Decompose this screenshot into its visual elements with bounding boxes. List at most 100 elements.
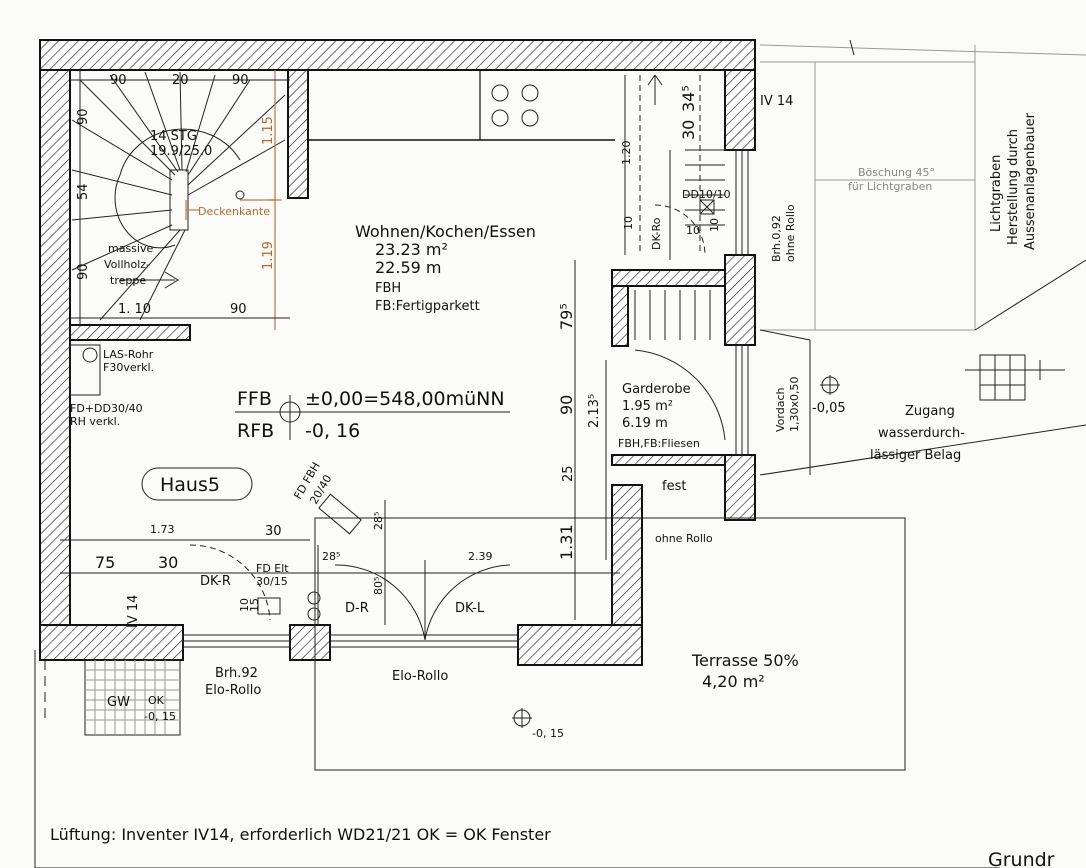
- dim-stair-left-3: 90: [76, 263, 91, 280]
- dk-r-label: DK-R: [200, 574, 231, 589]
- dim-stair-left-2: 54: [76, 183, 91, 200]
- zugang-label-1: Zugang: [905, 404, 955, 419]
- dim-vert-131: 1.31: [557, 524, 576, 560]
- terrace-name: Terrasse 50%: [691, 651, 799, 670]
- fd-fbh-icon: [318, 493, 362, 535]
- d-r-label: D-R: [345, 601, 369, 616]
- gw-label: GW: [107, 695, 130, 710]
- iv14-top-label: IV 14: [760, 94, 793, 109]
- house-label-frame: [141, 467, 253, 501]
- fd-dd-label-1: FD+DD30/40: [70, 402, 143, 415]
- ceiling-edge-label: Deckenkante: [198, 205, 270, 218]
- dim-bottom-10: 10: [238, 598, 251, 612]
- brh-right-label-1: Brh.0,92: [770, 215, 783, 262]
- dim-vert-90: 90: [557, 395, 576, 415]
- terrace-area: [314, 517, 906, 771]
- fd-elt-label-1: FD Elt: [256, 562, 289, 575]
- stair-drawing: [71, 71, 286, 321]
- stair-steps: 14 STG: [150, 129, 197, 144]
- wardrobe-floor: FBH,FB:Fliesen: [618, 437, 700, 450]
- dim-bottom-75: 75: [95, 553, 115, 572]
- ceiling-edge-dims: [185, 70, 282, 330]
- ventilation-note: Lüftung: Inventer IV14, erforderlich WD2…: [50, 825, 551, 844]
- wardrobe-area: 1.95 m²: [622, 399, 673, 414]
- zugang-label-3: lässiger Belag: [870, 448, 961, 463]
- dd-1010-label: DD10/10: [682, 188, 731, 201]
- lichtgraben-label-2: Herstellung durch: [1006, 129, 1021, 245]
- lichtgraben-label-3: Aussenanlagenbauer: [1023, 112, 1038, 250]
- boeschung-label-2: für Lichtgraben: [848, 180, 932, 193]
- stair-desc-2: Vollholz-: [104, 258, 150, 271]
- dim-bottom-805: 80⁵: [372, 577, 385, 595]
- dim-stair-bottom-2: 90: [230, 302, 247, 317]
- fest-label: fest: [662, 479, 686, 494]
- dim-bottom-285a: 28⁵: [322, 550, 340, 563]
- door-swings: [189, 74, 726, 641]
- level-markers: [512, 375, 840, 728]
- dim-bottom-15: 15: [248, 598, 261, 612]
- dim-wardrobe-10a: 10: [622, 216, 635, 230]
- lightwell-level: -0, 15: [144, 710, 176, 723]
- lightwell-grid: [84, 659, 181, 736]
- dim-wardrobe-30: 30: [679, 120, 698, 140]
- hob-icon: [491, 84, 539, 127]
- dim-vert-795: 79⁵: [557, 303, 576, 330]
- rfb-label: RFB: [237, 420, 274, 442]
- dim-wardrobe-10c: 10: [708, 218, 721, 232]
- rfb-value: -0, 16: [305, 420, 360, 442]
- brh-right-label-2: ohne Rollo: [784, 204, 797, 262]
- dk-ro-label: DK-Ro: [650, 217, 663, 250]
- living-room-perimeter: 22.59 m: [375, 258, 441, 277]
- dim-wardrobe-10b: 10: [686, 224, 700, 237]
- dim-stair-right-1: 1.15: [261, 116, 276, 145]
- iv14-left-label: IV 14: [126, 595, 141, 628]
- elo-rollo-label: Elo-Rollo: [392, 669, 448, 684]
- dk-l-label: DK-L: [455, 601, 485, 616]
- ffb-value: ±0,00=548,00müNN: [305, 388, 505, 410]
- dim-stair-left-1: 90: [76, 108, 91, 125]
- ohne-rollo-label: ohne Rollo: [655, 532, 713, 545]
- las-rohr-label-1: LAS-Rohr: [103, 348, 154, 361]
- dim-bottom-173: 1.73: [150, 523, 175, 536]
- vordach-label-2: 1,30x0,50: [788, 377, 801, 433]
- fixtures: [69, 344, 362, 621]
- fd-elt-label-2: 30/15: [256, 575, 288, 588]
- fd-dd-label-2: RH verkl.: [70, 415, 120, 428]
- dimension-lines: [60, 70, 701, 625]
- level-symbol: [235, 395, 510, 440]
- lichtgraben-label-1: Lichtgraben: [989, 155, 1004, 232]
- dim-bottom-30a: 30: [265, 524, 282, 539]
- brh92-label-1: Brh.92: [215, 666, 258, 681]
- wardrobe-perimeter: 6.19 m: [622, 416, 668, 431]
- site-outline: [34, 39, 1086, 868]
- terrace-level: -0, 15: [532, 727, 564, 740]
- stair-desc-3: treppe: [110, 274, 146, 287]
- brh92-label-2: Elo-Rollo: [205, 683, 261, 698]
- dim-stair-top-3: 90: [232, 73, 249, 88]
- wardrobe-shelves: [634, 149, 725, 340]
- ffb-label: FFB: [237, 388, 272, 410]
- living-room-floor: FB:Fertigparkett: [375, 299, 480, 314]
- dim-bottom-239: 2.39: [468, 550, 493, 563]
- living-room-area: 23.23 m²: [375, 240, 448, 259]
- terrace-area: 4,20 m²: [702, 672, 765, 691]
- stair-rise: 19.9/25.0: [150, 144, 212, 159]
- wardrobe-name: Garderobe: [622, 382, 691, 397]
- ok-label: OK: [148, 694, 165, 707]
- dim-stair-bottom-1: 1. 10: [118, 302, 151, 317]
- stair-desc-1: massive: [108, 242, 153, 255]
- dim-bottom-285b: 28⁵: [372, 512, 385, 530]
- windows: [182, 149, 749, 648]
- living-room-name: Wohnen/Kochen/Essen: [355, 222, 536, 241]
- dim-wardrobe-345: 34⁵: [679, 85, 698, 112]
- dim-stair-top-1: 90: [110, 73, 127, 88]
- paving-pattern: [965, 354, 1065, 401]
- walls: [39, 39, 756, 666]
- dim-stair-top-2: 20: [172, 73, 189, 88]
- dim-wardrobe-120: 1.20: [620, 141, 633, 166]
- sheet-title: Grundr: [988, 849, 1055, 868]
- porch-level: -0,05: [812, 401, 846, 416]
- house-label: Haus5: [160, 474, 220, 496]
- living-room-heating: FBH: [375, 281, 401, 296]
